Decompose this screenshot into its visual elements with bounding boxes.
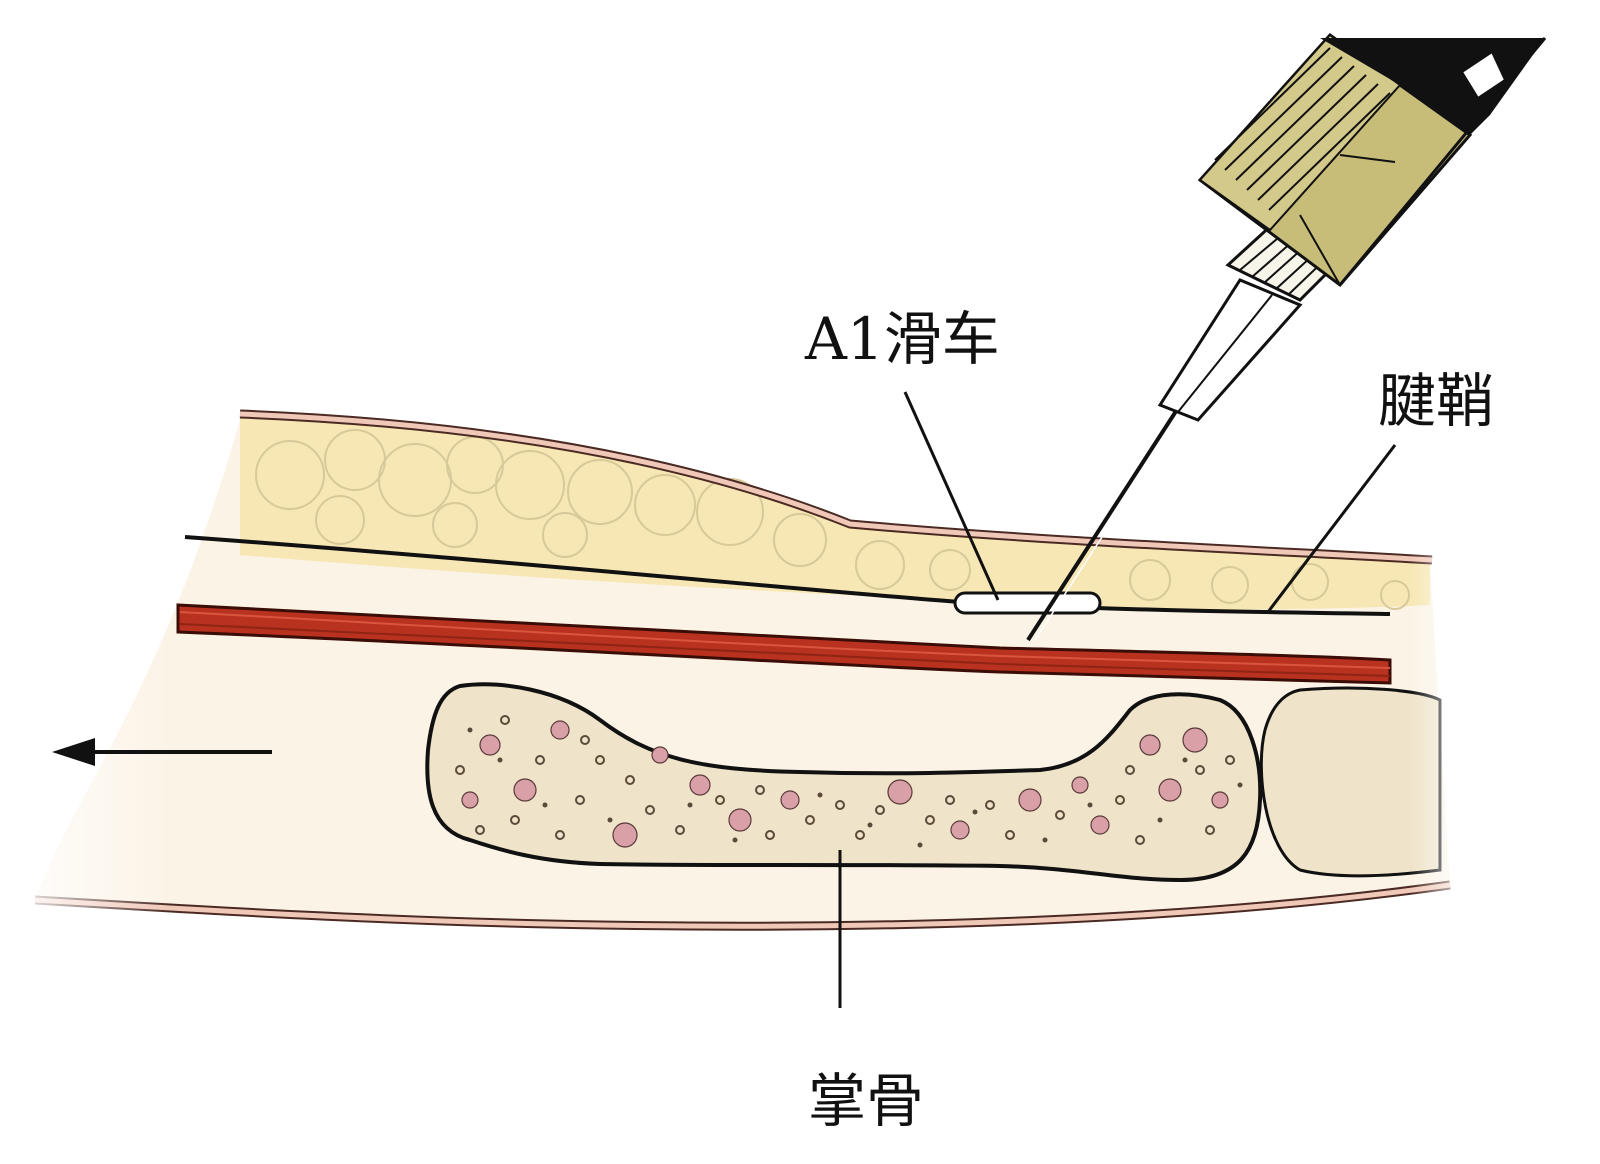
flexor-tendon	[176, 603, 1392, 685]
tendon-sheath-line	[184, 535, 1391, 616]
label-tendon-sheath: 腱鞘	[1378, 367, 1495, 435]
proximal-phalanx-head	[1259, 686, 1442, 878]
label-a1-pulley: A1滑车	[805, 305, 1000, 373]
a1-pulley-leader	[903, 391, 1000, 601]
tendon-sheath-leader	[1266, 444, 1397, 613]
bone-marrow-pattern	[455, 715, 1243, 848]
arrow-left-icon	[52, 738, 272, 766]
label-metacarpal: 掌骨	[808, 1067, 925, 1135]
a1-pulley	[953, 591, 1102, 615]
syringe-icon	[1026, 32, 1547, 642]
fat-layer	[240, 418, 1430, 610]
